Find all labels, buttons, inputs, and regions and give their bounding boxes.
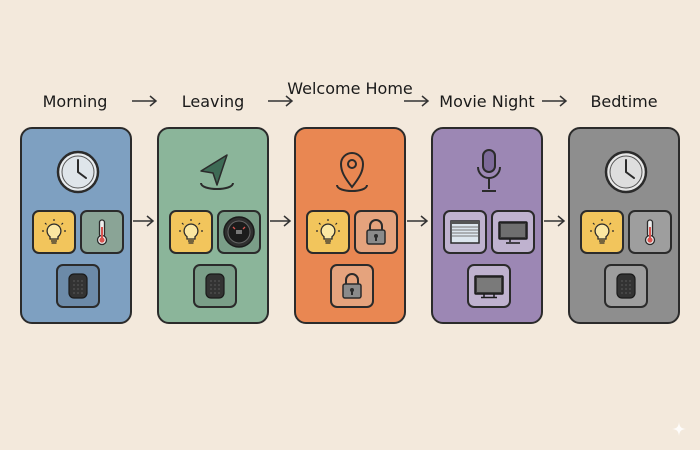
label-arrow-3 [404, 95, 430, 107]
thermometer-icon [96, 219, 108, 246]
label-arrow-2 [268, 95, 294, 107]
light-tile[interactable] [306, 210, 350, 254]
step-label-bedtime: Bedtime [590, 92, 658, 111]
light-tile[interactable] [169, 210, 213, 254]
thermometer-icon [644, 219, 656, 246]
speaker-tile[interactable] [193, 264, 237, 308]
card-bedtime [568, 127, 680, 324]
monitor-tile[interactable] [491, 210, 535, 254]
light-bulb-icon [590, 219, 614, 244]
card-movie-night [431, 127, 543, 324]
label-arrow-1 [132, 95, 158, 107]
tv-icon [474, 275, 504, 299]
tv-tile[interactable] [467, 264, 511, 308]
monitor-icon [498, 221, 528, 244]
card-arrow-3 [407, 215, 429, 227]
clock-icon [604, 150, 648, 194]
light-bulb-icon [179, 219, 203, 244]
blinds-tile[interactable] [443, 210, 487, 254]
window-blinds-icon [450, 220, 480, 244]
microphone-icon [477, 149, 501, 192]
card-arrow-2 [270, 215, 292, 227]
location-arrow-icon [200, 154, 234, 190]
thermometer-tile[interactable] [80, 210, 124, 254]
light-bulb-icon [316, 219, 340, 244]
smart-speaker-icon [205, 273, 225, 299]
map-pin-icon [336, 152, 368, 192]
light-tile[interactable] [32, 210, 76, 254]
speaker-tile[interactable] [604, 264, 648, 308]
card-morning [20, 127, 132, 324]
smart-speaker-icon [68, 273, 88, 299]
card-arrow-4 [544, 215, 566, 227]
lock-icon [366, 219, 386, 245]
lock-tile[interactable] [354, 210, 398, 254]
thermometer-tile[interactable] [628, 210, 672, 254]
card-arrow-1 [133, 215, 155, 227]
label-arrow-4 [542, 95, 568, 107]
light-bulb-icon [42, 219, 66, 244]
thermostat-tile[interactable] [217, 210, 261, 254]
lock-icon [342, 273, 362, 299]
step-label-morning: Morning [42, 92, 108, 111]
light-tile[interactable] [580, 210, 624, 254]
card-welcome-home [294, 127, 406, 324]
clock-icon [56, 150, 100, 194]
lock-tile[interactable] [330, 264, 374, 308]
sparkle-icon [672, 422, 686, 436]
step-label-leaving: Leaving [181, 92, 245, 111]
card-leaving [157, 127, 269, 324]
thermostat-icon [223, 216, 255, 248]
speaker-tile[interactable] [56, 264, 100, 308]
step-label-welcome-home: Welcome Home [287, 79, 413, 98]
step-label-movie-night: Movie Night [439, 92, 535, 111]
smart-speaker-icon [616, 273, 636, 299]
